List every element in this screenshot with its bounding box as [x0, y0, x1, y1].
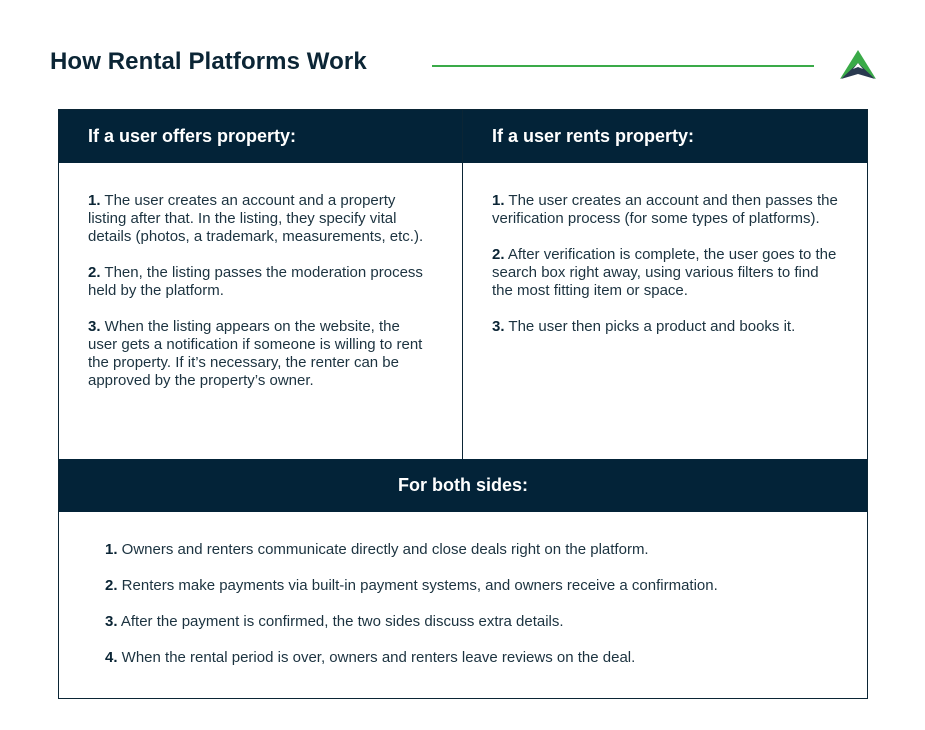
list-item: 4. When the rental period is over, owner…	[105, 649, 636, 666]
list-item: 1. The user creates an account and a pro…	[88, 192, 424, 245]
offers-list: 1. The user creates an account and a pro…	[59, 163, 462, 459]
top-row: If a user offers property: 1. The user c…	[59, 110, 867, 459]
rental-process-table: If a user offers property: 1. The user c…	[58, 109, 868, 699]
list-item: 3. After the payment is confirmed, the t…	[105, 613, 564, 630]
page-title: How Rental Platforms Work	[50, 48, 367, 75]
both-sides-heading: For both sides:	[59, 459, 867, 512]
both-sides-list: 1. Owners and renters communicate direct…	[59, 512, 867, 667]
list-item: 2. Renters make payments via built-in pa…	[105, 577, 718, 594]
rents-list: 1. The user creates an account and then …	[463, 163, 867, 459]
rents-heading: If a user rents property:	[463, 110, 867, 163]
offers-heading: If a user offers property:	[59, 110, 462, 163]
offers-column: If a user offers property: 1. The user c…	[59, 110, 463, 459]
list-item: 2. After verification is complete, the u…	[492, 246, 837, 299]
list-item: 3. The user then picks a product and boo…	[492, 318, 796, 335]
list-item: 1. Owners and renters communicate direct…	[105, 541, 649, 558]
rents-column: If a user rents property: 1. The user cr…	[463, 110, 867, 459]
list-item: 2. Then, the listing passes the moderati…	[88, 264, 423, 299]
list-item: 3. When the listing appears on the websi…	[88, 318, 423, 389]
title-accent-line	[432, 65, 814, 67]
mountain-peak-logo-icon	[840, 50, 876, 79]
list-item: 1. The user creates an account and then …	[492, 192, 838, 227]
